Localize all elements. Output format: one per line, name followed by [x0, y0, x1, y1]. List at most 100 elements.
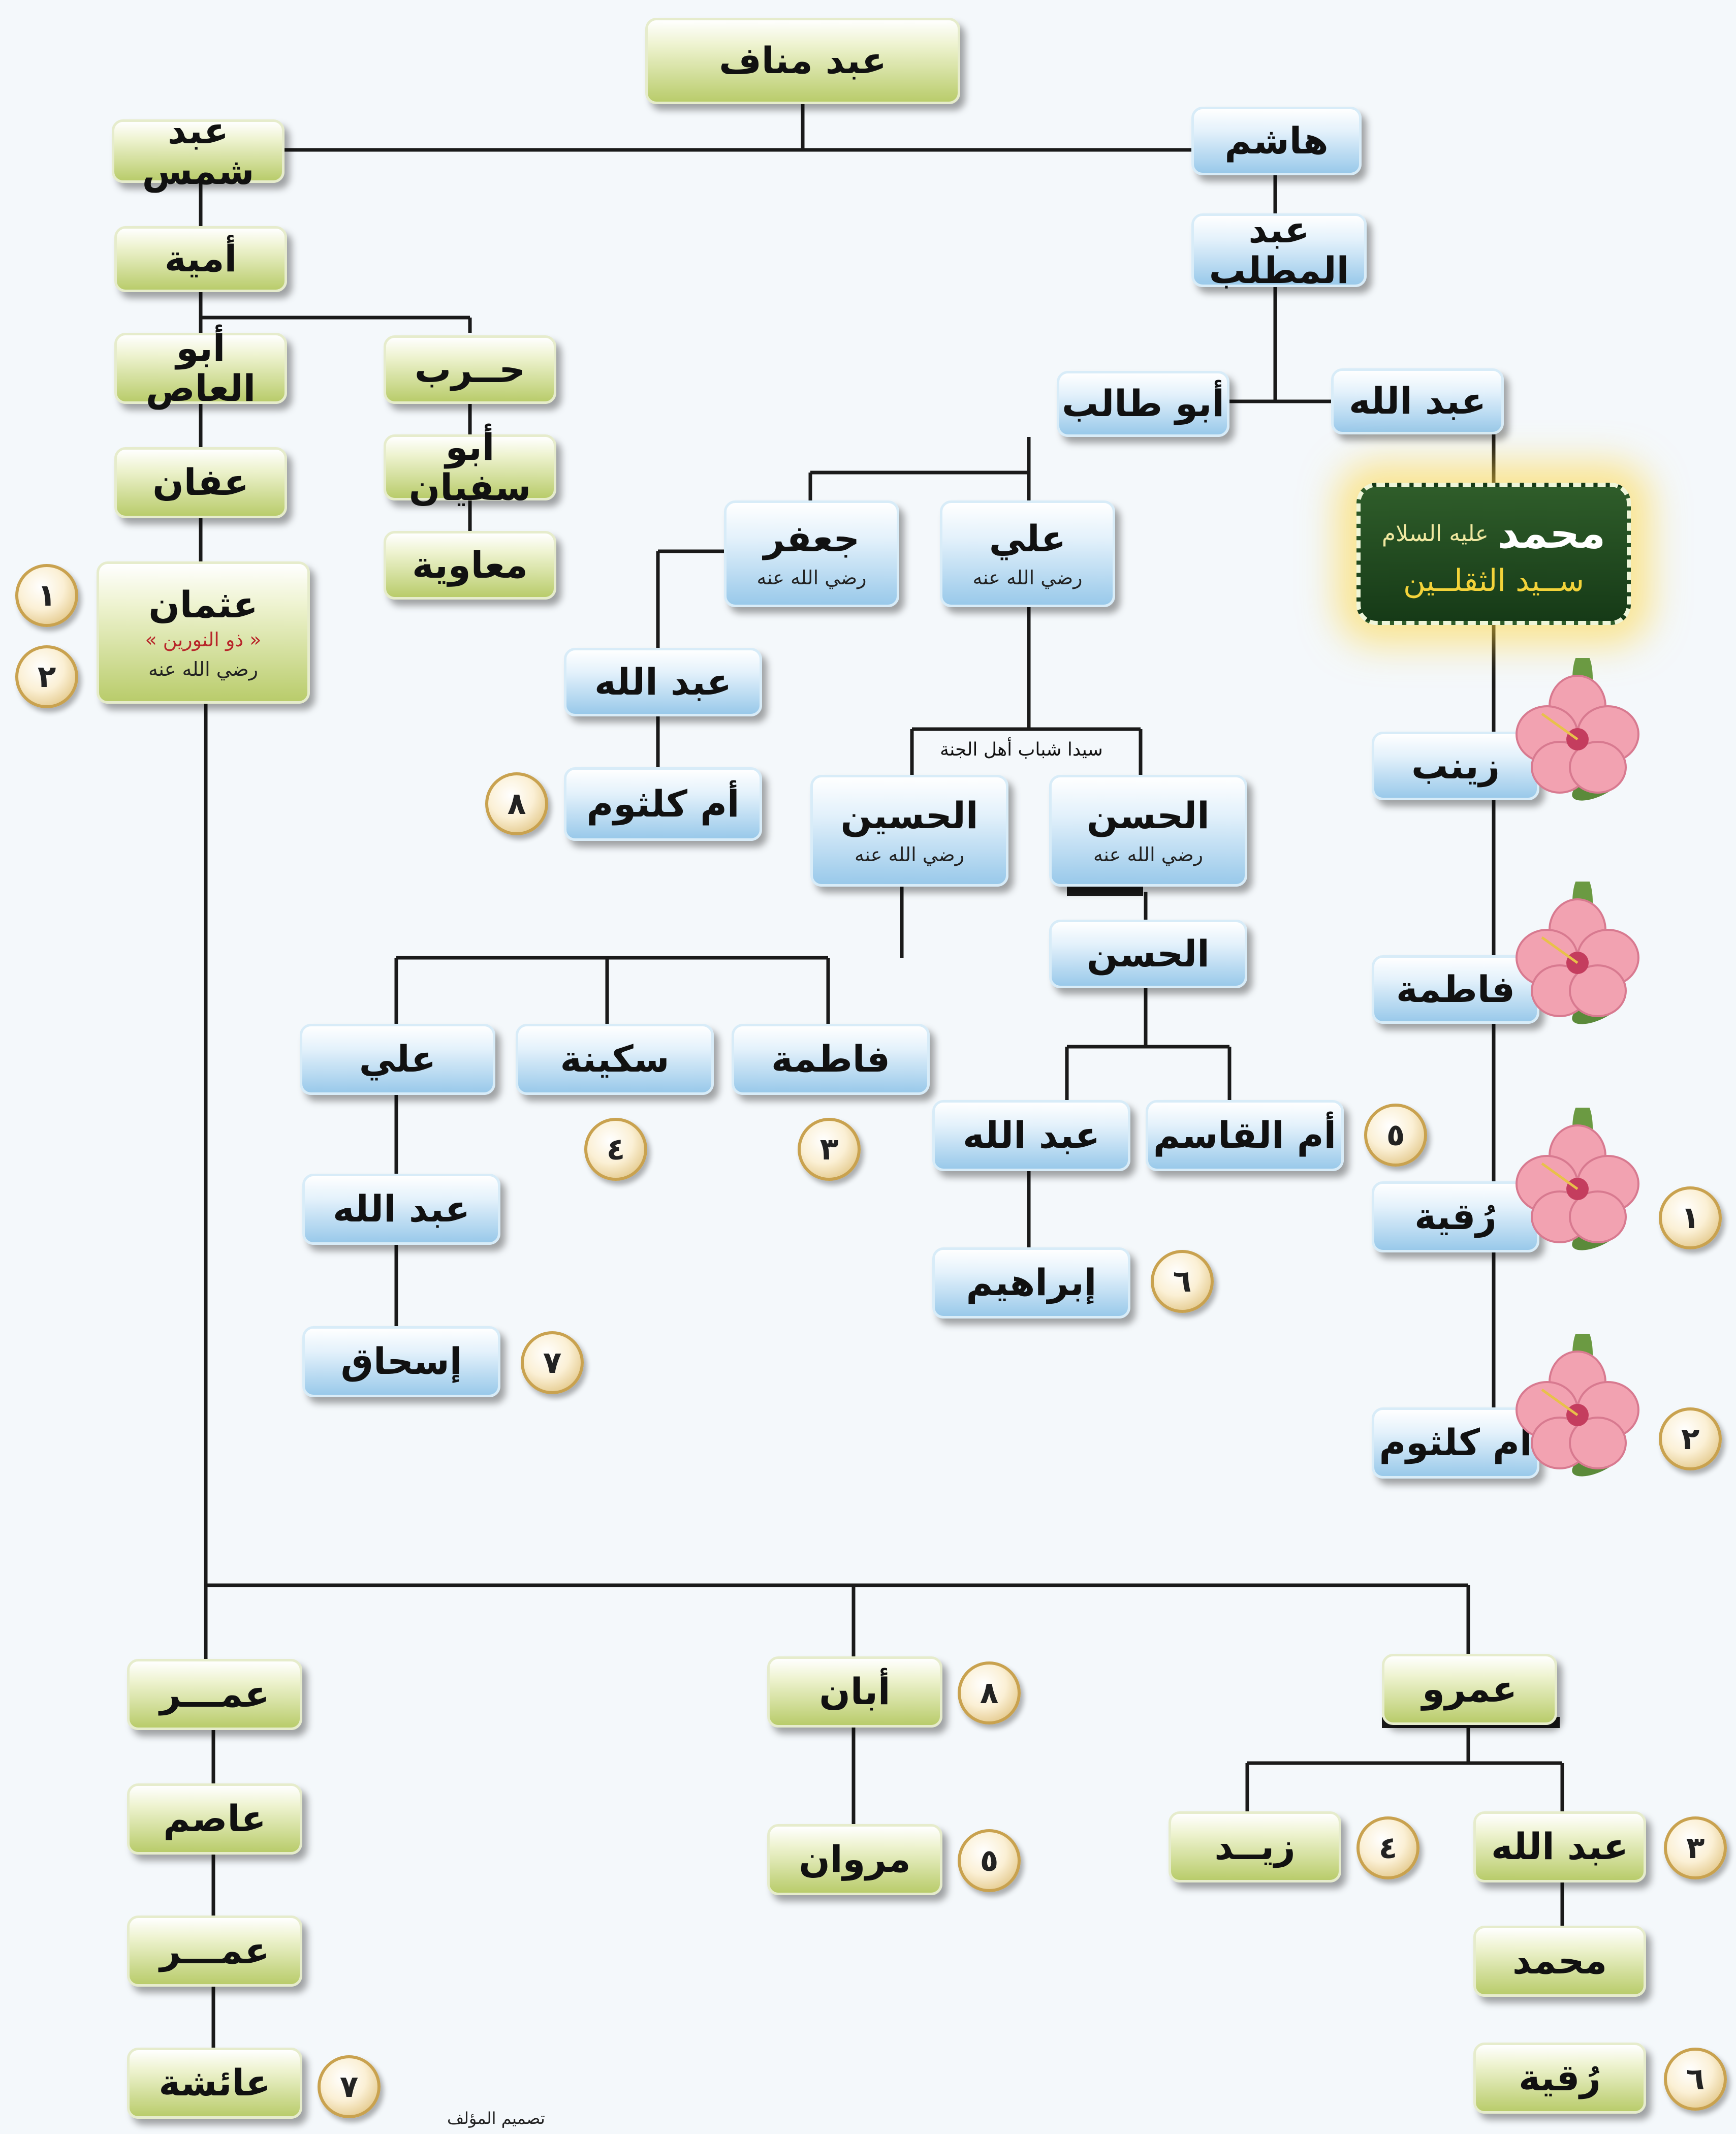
node-umm-qasim: أم القاسم: [1146, 1100, 1344, 1171]
node-prophet-muhammad: محمد عليه السلام ســيد الثقلــين: [1356, 483, 1631, 625]
node-abu-sufyan-name: أبو سفيان: [408, 425, 531, 509]
node-jafar-name: جعفر: [763, 517, 860, 560]
prophet-title: ســيد الثقلــين: [1403, 562, 1585, 599]
prophet-name: محمد: [1497, 509, 1606, 558]
node-asim: عاصم: [127, 1783, 302, 1855]
badge-zayd: ٤: [1356, 1816, 1419, 1879]
node-husayn-blessing: رضي الله عنه: [854, 843, 965, 866]
node-umar-2: عمـــر: [127, 1916, 302, 1987]
badge-aisha: ٧: [318, 2055, 381, 2118]
badge-ruqayya: ١: [1659, 1186, 1722, 1249]
badge-ruqayya-amr: ٦: [1664, 2048, 1727, 2111]
node-uthman-name: عثمان: [148, 583, 258, 626]
node-abdullah-ali: عبد الله: [302, 1174, 500, 1245]
node-umar-2-name: عمـــر: [160, 1929, 270, 1972]
node-affan: عفان: [114, 447, 287, 518]
node-abu-talib-name: أبو طالب: [1061, 382, 1225, 425]
node-umm-kulthum-jafar: أم كلثوم: [564, 767, 762, 841]
node-abdullah-amr: عبد الله: [1473, 1811, 1646, 1882]
node-muhammad-amr: محمد: [1473, 1926, 1646, 1997]
node-abdullah-father: عبد الله: [1331, 368, 1504, 434]
node-abdullah-father-name: عبد الله: [1349, 380, 1486, 423]
node-umm-qasim-name: أم القاسم: [1153, 1114, 1337, 1157]
badge-sukayna: ٤: [584, 1118, 647, 1181]
badge-umm-kulthum-jafar: ٨: [485, 772, 548, 835]
node-marwan: مروان: [767, 1824, 942, 1895]
node-uthman-blessing: رضي الله عنه: [148, 657, 259, 680]
node-sukayna: سكينة: [516, 1024, 714, 1095]
flower-icon: [1516, 658, 1639, 801]
node-ibrahim-name: إبراهيم: [966, 1261, 1097, 1304]
node-abdullah-hasan: عبد الله: [932, 1100, 1130, 1171]
node-sukayna-name: سكينة: [560, 1038, 670, 1081]
node-abdullah-hasan-name: عبد الله: [963, 1114, 1100, 1157]
node-muawiya-name: معاوية: [412, 543, 528, 586]
node-abd-manaf-name: عبد مناف: [719, 39, 887, 82]
node-uthman: عثمان « ذو النورين » رضي الله عنه: [97, 561, 310, 704]
flower-icon: [1516, 1108, 1639, 1250]
node-aban: أبان: [767, 1656, 942, 1728]
node-hasan-son-name: الحسن: [1087, 932, 1210, 975]
badge-fatima-husayn: ٣: [798, 1118, 861, 1181]
node-amr: عمرو: [1382, 1654, 1557, 1725]
badge-uthman-2: ٢: [15, 645, 78, 708]
node-ruqayya-amr: رُقية: [1473, 2043, 1646, 2114]
node-husayn: الحسين رضي الله عنه: [810, 775, 1008, 887]
node-ali-blessing: رضي الله عنه: [972, 566, 1083, 589]
node-zaynab: زينب: [1372, 732, 1539, 800]
node-abdullah-ali-name: عبد الله: [333, 1187, 470, 1231]
node-husayn-name: الحسين: [840, 794, 979, 837]
node-abd-muttalib: عبد المطلب: [1191, 210, 1367, 290]
node-hasan-blessing: رضي الله عنه: [1093, 843, 1204, 866]
node-ali: علي رضي الله عنه: [940, 500, 1115, 607]
node-abu-sufyan: أبو سفيان: [384, 427, 556, 508]
node-zaynab-name: زينب: [1411, 744, 1500, 787]
node-hashim-name: هاشم: [1224, 119, 1329, 162]
node-fatima-husayn-name: فاطمة: [771, 1038, 890, 1081]
credit-text: تصميم المؤلف: [447, 2109, 545, 2128]
node-zayd: زيــد: [1169, 1811, 1341, 1882]
node-fatima: فاطمة: [1372, 955, 1539, 1024]
node-ali-husayn-name: علي: [359, 1038, 436, 1081]
node-aban-name: أبان: [819, 1670, 891, 1713]
prophet-honorific: عليه السلام: [1381, 520, 1489, 547]
node-aisha-name: عائشة: [159, 2061, 271, 2105]
node-aisha: عائشة: [127, 2048, 302, 2119]
node-muawiya: معاوية: [384, 531, 556, 600]
node-abd-manaf: عبد مناف: [645, 18, 960, 104]
badge-ibrahim: ٦: [1151, 1250, 1214, 1313]
node-umar-1-name: عمـــر: [160, 1673, 270, 1716]
node-ishaq: إسحاق: [302, 1326, 500, 1397]
node-amr-name: عمرو: [1422, 1668, 1517, 1711]
node-abu-talib: أبو طالب: [1057, 371, 1229, 437]
node-umayya: أمية: [114, 226, 287, 292]
badge-uthman-1: ١: [15, 564, 78, 627]
badge-umm-qasim: ٥: [1364, 1104, 1427, 1167]
node-umayya-name: أمية: [164, 237, 237, 280]
node-abu-al-as: أبو العاص: [114, 328, 287, 409]
node-jafar: جعفر رضي الله عنه: [724, 500, 899, 607]
node-ibrahim: إبراهيم: [932, 1247, 1130, 1319]
node-ruqayya: رُقية: [1372, 1181, 1539, 1252]
badge-aban: ٨: [958, 1661, 1021, 1724]
node-uthman-epithet: « ذو النورين »: [145, 628, 262, 651]
badge-umm-kulthum: ٢: [1659, 1407, 1722, 1470]
node-fatima-husayn: فاطمة: [732, 1024, 930, 1095]
node-umar-1: عمـــر: [127, 1659, 302, 1730]
node-affan-name: عفان: [152, 461, 249, 504]
node-abdullah-jafar: عبد الله: [564, 648, 762, 716]
node-hashim: هاشم: [1191, 107, 1362, 175]
node-abu-al-as-name: أبو العاص: [145, 326, 256, 410]
node-muhammad-amr-name: محمد: [1512, 1939, 1607, 1983]
node-fatima-name: فاطمة: [1396, 967, 1515, 1011]
node-abdullah-jafar-name: عبد الله: [594, 660, 732, 703]
node-umm-kulthum-jafar-name: أم كلثوم: [586, 782, 740, 825]
flower-icon: [1516, 1334, 1639, 1477]
node-harb-name: حــرب: [414, 348, 526, 391]
label-masters-of-youth: سيدا شباب أهل الجنة: [935, 739, 1108, 760]
badge-ishaq: ٧: [521, 1331, 584, 1394]
node-ruqayya-name: رُقية: [1414, 1195, 1497, 1238]
node-ruqayya-amr-name: رُقية: [1519, 2056, 1601, 2099]
node-hasan-name: الحسن: [1087, 794, 1210, 837]
